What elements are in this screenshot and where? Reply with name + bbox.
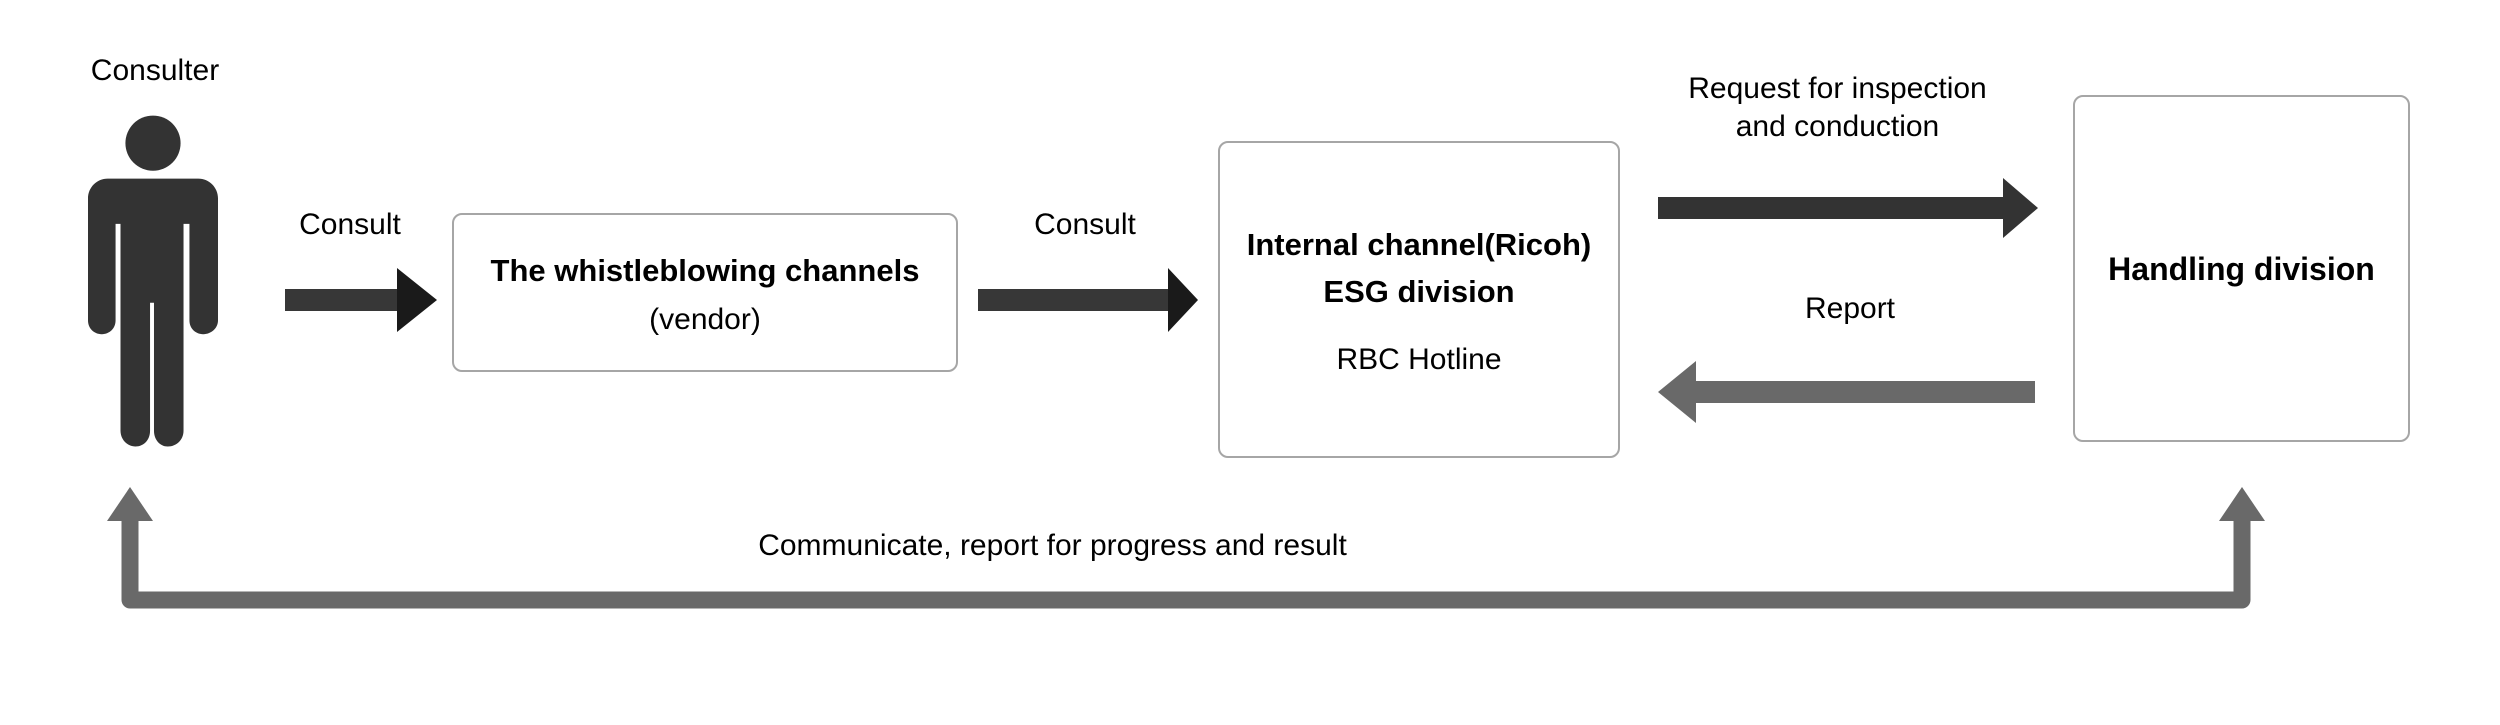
report-arrow-label: Report	[1804, 292, 1896, 325]
request-arrow-label: Request for inspection and conduction	[1650, 70, 2025, 145]
internal-box-title-line1: Internal channel(Ricoh)	[1246, 227, 1592, 262]
consult-arrow-1	[285, 268, 437, 332]
feedback-arrow-label: Communicate, report for progress and res…	[758, 529, 1347, 562]
consult-arrow-2	[978, 268, 1198, 332]
whistleblowing-box-title: The whistleblowing channels	[490, 253, 920, 289]
internal-box-title-line2: ESG division	[1323, 273, 1515, 309]
feedback-return-arrow	[107, 487, 2265, 609]
consult-arrow-1-label: Consult	[299, 208, 401, 241]
feedback-arrowhead-left	[107, 487, 153, 521]
whistleblowing-channels-box: The whistleblowing channels (vendor)	[452, 213, 958, 372]
internal-box-subtitle: RBC Hotline	[1336, 343, 1502, 376]
report-arrow	[1658, 361, 2035, 423]
request-arrow-label-line2: and conduction	[1735, 109, 1940, 143]
handling-division-box: Handling division	[2073, 95, 2410, 442]
feedback-arrowhead-right	[2219, 487, 2265, 521]
consulter-label: Consulter	[90, 54, 220, 87]
whistleblowing-box-subtitle: (vendor)	[649, 302, 761, 336]
handling-box-title: Handling division	[2108, 250, 2375, 287]
request-arrow-label-line1: Request for inspection	[1688, 72, 1987, 105]
consulter-person-icon	[88, 115, 218, 447]
internal-channel-box: Internal channel(Ricoh) ESG division RBC…	[1218, 141, 1620, 458]
request-arrow	[1658, 178, 2038, 238]
consult-arrow-2-label: Consult	[1034, 208, 1136, 241]
